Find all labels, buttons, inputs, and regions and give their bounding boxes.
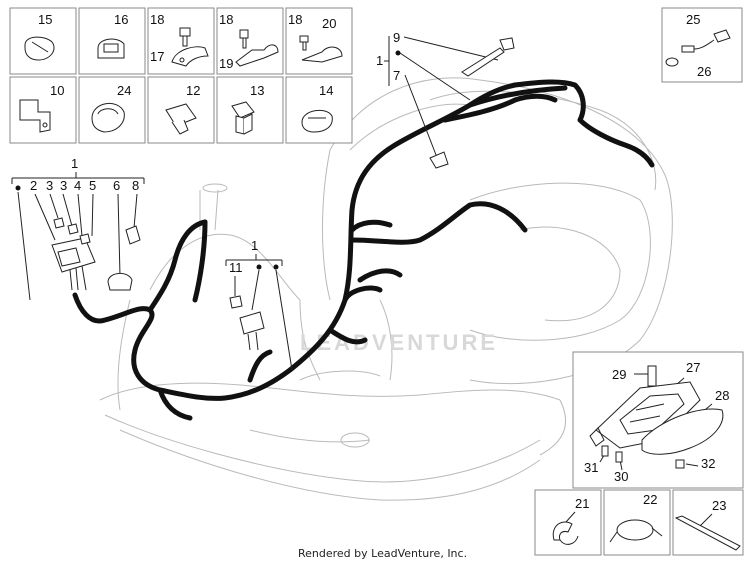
callout-5: 5 bbox=[89, 178, 96, 193]
part-box-13[interactable]: 13 bbox=[216, 76, 284, 144]
part-box-14[interactable]: 14 bbox=[285, 76, 353, 144]
callout-21: 21 bbox=[575, 496, 589, 511]
callout-3b: 3 bbox=[60, 178, 67, 193]
callout-group-1-11: 1 11 bbox=[225, 238, 293, 371]
screw-29[interactable] bbox=[647, 365, 657, 387]
part-box-12[interactable]: 12 bbox=[147, 76, 215, 144]
cover-28[interactable] bbox=[641, 408, 724, 455]
callout-14: 14 bbox=[319, 83, 333, 98]
callout-18c: 18 bbox=[288, 12, 302, 27]
callout-10: 10 bbox=[50, 83, 64, 98]
callout-28: 28 bbox=[715, 388, 729, 403]
callout-dot bbox=[273, 264, 279, 270]
callout-1b: 1 bbox=[71, 156, 78, 171]
callout-1a: 1 bbox=[376, 53, 383, 68]
part-box-10[interactable]: 10 bbox=[9, 76, 77, 144]
control-unit-27[interactable] bbox=[595, 381, 701, 449]
callout-19: 19 bbox=[219, 56, 233, 71]
part-box-18-19[interactable]: 18 19 bbox=[216, 7, 284, 75]
part-box-21[interactable]: 21 bbox=[534, 489, 602, 556]
callout-8: 8 bbox=[132, 178, 139, 193]
cable-tie-9[interactable] bbox=[461, 47, 505, 77]
callout-32: 32 bbox=[701, 456, 715, 471]
screw-32[interactable] bbox=[675, 459, 685, 469]
callout-15: 15 bbox=[38, 12, 52, 27]
main-wiring-harness[interactable] bbox=[72, 79, 655, 421]
callout-9: 9 bbox=[393, 30, 400, 45]
part-box-22[interactable]: 22 bbox=[603, 489, 671, 556]
callout-group-1-2-8: 1 2 3 3 4 5 6 8 bbox=[11, 156, 145, 301]
part-box-23[interactable]: 23 bbox=[672, 489, 744, 556]
callout-27: 27 bbox=[686, 360, 700, 375]
screw-30[interactable] bbox=[615, 451, 623, 463]
callout-6: 6 bbox=[113, 178, 120, 193]
callout-3a: 3 bbox=[46, 178, 53, 193]
callout-1c: 1 bbox=[251, 238, 258, 253]
callout-7: 7 bbox=[393, 68, 400, 83]
callout-24: 24 bbox=[117, 83, 131, 98]
callout-dot bbox=[395, 50, 401, 56]
callout-30: 30 bbox=[614, 469, 628, 484]
callout-dot bbox=[256, 264, 262, 270]
scooter-frame-outline bbox=[99, 77, 673, 501]
callout-23: 23 bbox=[712, 498, 726, 513]
footer-credit: Rendered by LeadVenture, Inc. bbox=[298, 547, 467, 560]
callout-25: 25 bbox=[686, 12, 700, 27]
relay-8[interactable] bbox=[125, 225, 141, 245]
part-box-15[interactable]: 15 bbox=[9, 7, 77, 75]
part-box-24[interactable]: 24 bbox=[78, 76, 146, 144]
callout-group-9-1-7: 9 1 7 bbox=[376, 30, 515, 169]
callout-18b: 18 bbox=[219, 12, 233, 27]
callout-31: 31 bbox=[584, 460, 598, 475]
callout-18a: 18 bbox=[150, 12, 164, 27]
callout-2: 2 bbox=[30, 178, 37, 193]
callout-26: 26 bbox=[697, 64, 711, 79]
callout-4: 4 bbox=[74, 178, 81, 193]
fuse-11[interactable] bbox=[229, 295, 243, 309]
callout-dot bbox=[15, 185, 21, 191]
callout-22: 22 bbox=[643, 492, 657, 507]
part-box-16[interactable]: 16 bbox=[78, 7, 146, 75]
part-box-25-26[interactable]: 25 26 bbox=[661, 7, 743, 83]
part-box-27-32[interactable]: 29 27 28 31 30 32 bbox=[572, 351, 744, 489]
callout-12: 12 bbox=[186, 83, 200, 98]
callout-11: 11 bbox=[229, 260, 243, 275]
part-box-18-20[interactable]: 18 20 bbox=[285, 7, 353, 75]
callout-17: 17 bbox=[150, 49, 164, 64]
connector[interactable] bbox=[239, 311, 265, 335]
callout-16: 16 bbox=[114, 12, 128, 27]
callout-29: 29 bbox=[612, 367, 626, 382]
clamp-6[interactable] bbox=[107, 273, 133, 291]
callout-20: 20 bbox=[322, 16, 336, 31]
screw-31[interactable] bbox=[601, 445, 609, 457]
part-box-17-18[interactable]: 18 17 bbox=[147, 7, 215, 75]
clip-7[interactable] bbox=[429, 151, 449, 169]
callout-13: 13 bbox=[250, 83, 264, 98]
